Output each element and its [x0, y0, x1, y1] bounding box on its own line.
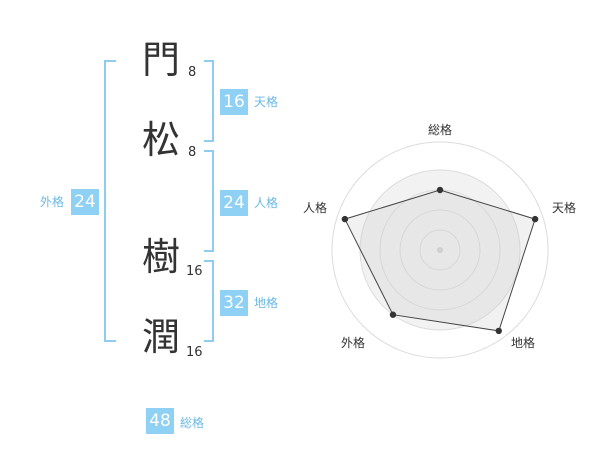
sou-kaku-label: 総格: [180, 416, 205, 430]
chi-bracket: [204, 260, 214, 342]
radar-label-jin: 人格: [302, 201, 327, 215]
radar-label-gai: 外格: [340, 336, 365, 350]
jin-bracket: [204, 150, 214, 252]
radar-point-2: [495, 327, 502, 335]
outer-bracket: [104, 60, 116, 342]
ten-bracket: [204, 60, 214, 142]
stroke-count-2: 8: [188, 145, 197, 160]
name-char-3: 樹: [142, 235, 181, 279]
radar-point-0: [436, 186, 444, 194]
stroke-count-1: 8: [188, 65, 197, 80]
chi-kaku-label: 地格: [254, 296, 279, 310]
ten-kaku-label: 天格: [254, 95, 279, 109]
stroke-count-4: 16: [186, 345, 203, 360]
ten-kaku-value: 16: [220, 89, 248, 115]
sou-kaku-value: 48: [146, 408, 174, 434]
name-char-4: 潤: [142, 315, 181, 359]
stroke-count-3: 16: [186, 264, 203, 279]
gai-kaku-label: 外格: [40, 195, 65, 209]
radar-label-ten: 天格: [551, 201, 576, 215]
radar-label-sou: 総格: [427, 123, 452, 137]
name-char-2: 松: [142, 118, 181, 162]
gai-kaku-value: 24: [71, 189, 99, 215]
radar-polygon: [344, 189, 536, 332]
radar-point-1: [531, 215, 539, 223]
chi-kaku-value: 32: [220, 290, 248, 316]
radar-point-4: [341, 215, 349, 223]
jin-kaku-value: 24: [220, 190, 248, 216]
radar-center-dot: [437, 247, 443, 253]
radar-point-3: [389, 311, 397, 318]
jin-kaku-label: 人格: [254, 196, 279, 210]
radar-label-chi: 地格: [510, 336, 535, 350]
name-char-1: 門: [142, 38, 181, 82]
